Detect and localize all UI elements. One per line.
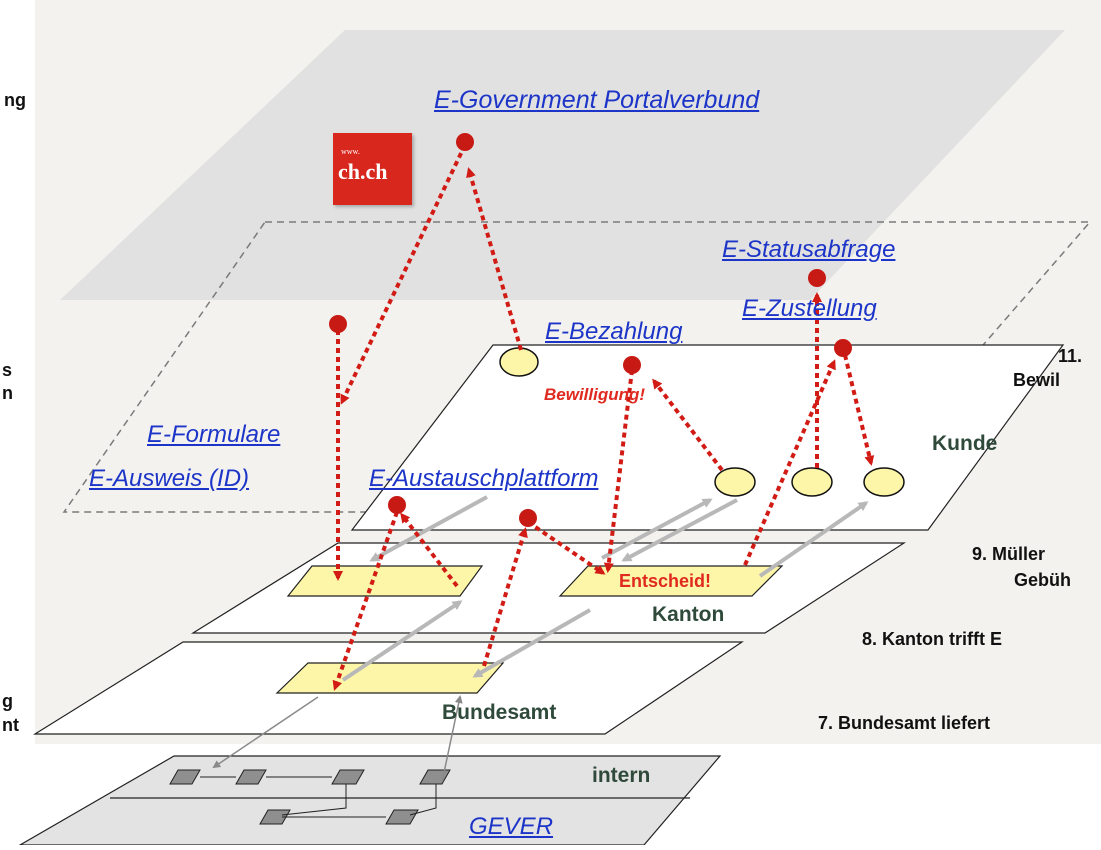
left-fragment-5: nt xyxy=(2,715,19,735)
step8-text: 8. Kanton trifft E xyxy=(862,629,1002,649)
gray-arrows xyxy=(341,495,869,682)
ausweis-link[interactable]: E-Ausweis (ID) xyxy=(89,465,250,492)
kanton-box-right xyxy=(558,565,784,597)
gever-network xyxy=(169,769,451,825)
step9-line2: Gebüh xyxy=(1014,570,1071,590)
entscheid-annotation: Entscheid! xyxy=(619,571,712,591)
left-fragment-1: ng xyxy=(4,90,26,110)
kunde-node-1 xyxy=(499,347,539,377)
ch-logo-text: ch.ch xyxy=(338,159,388,184)
layer-label-intern: intern xyxy=(592,764,651,787)
bundesamt-box xyxy=(275,662,505,694)
layer-label-kanton: Kanton xyxy=(652,603,725,626)
gever-link[interactable]: GEVER xyxy=(469,813,554,840)
layer-label-bundesamt: Bundesamt xyxy=(442,701,557,724)
austauschplattform-link[interactable]: E-Austauschplattform xyxy=(369,465,599,492)
kunde-node-4 xyxy=(863,467,905,497)
portal-title-link[interactable]: E-Government Portalverbund xyxy=(434,86,760,114)
thin-arrow-up xyxy=(441,695,463,783)
ch-logo-small-text: www. xyxy=(341,147,360,156)
left-fragment-4: g xyxy=(2,691,13,711)
ch-logo: www. ch.ch xyxy=(333,133,412,205)
kunde-node-3 xyxy=(791,467,833,497)
step11-line1: 11. xyxy=(1058,346,1083,366)
bewilligung-annotation: Bewilligung! xyxy=(544,385,646,404)
portal-plane xyxy=(60,30,1065,300)
service-plane-dashed xyxy=(62,221,1092,513)
layer-label-kunde: Kunde xyxy=(932,432,998,455)
zustellung-link[interactable]: E-Zustellung xyxy=(742,295,877,322)
step7-text: 7. Bundesamt liefert xyxy=(818,713,991,733)
left-fragment-2: s xyxy=(2,360,13,380)
statusabfrage-link[interactable]: E-Statusabfrage xyxy=(722,236,896,263)
step11-line2: Bewil xyxy=(1013,370,1061,390)
red-flow-arrows xyxy=(332,144,875,691)
formulare-link[interactable]: E-Formulare xyxy=(147,421,281,448)
bezahlung-link[interactable]: E-Bezahlung xyxy=(545,318,683,345)
step9-line1: 9. Müller xyxy=(972,544,1046,564)
red-nodes xyxy=(329,133,852,527)
kanton-box-left xyxy=(286,565,484,597)
thin-arrow-down xyxy=(212,696,319,769)
gever-links xyxy=(200,776,437,818)
kunde-node-2 xyxy=(714,467,756,497)
left-fragment-3: n xyxy=(2,383,13,403)
